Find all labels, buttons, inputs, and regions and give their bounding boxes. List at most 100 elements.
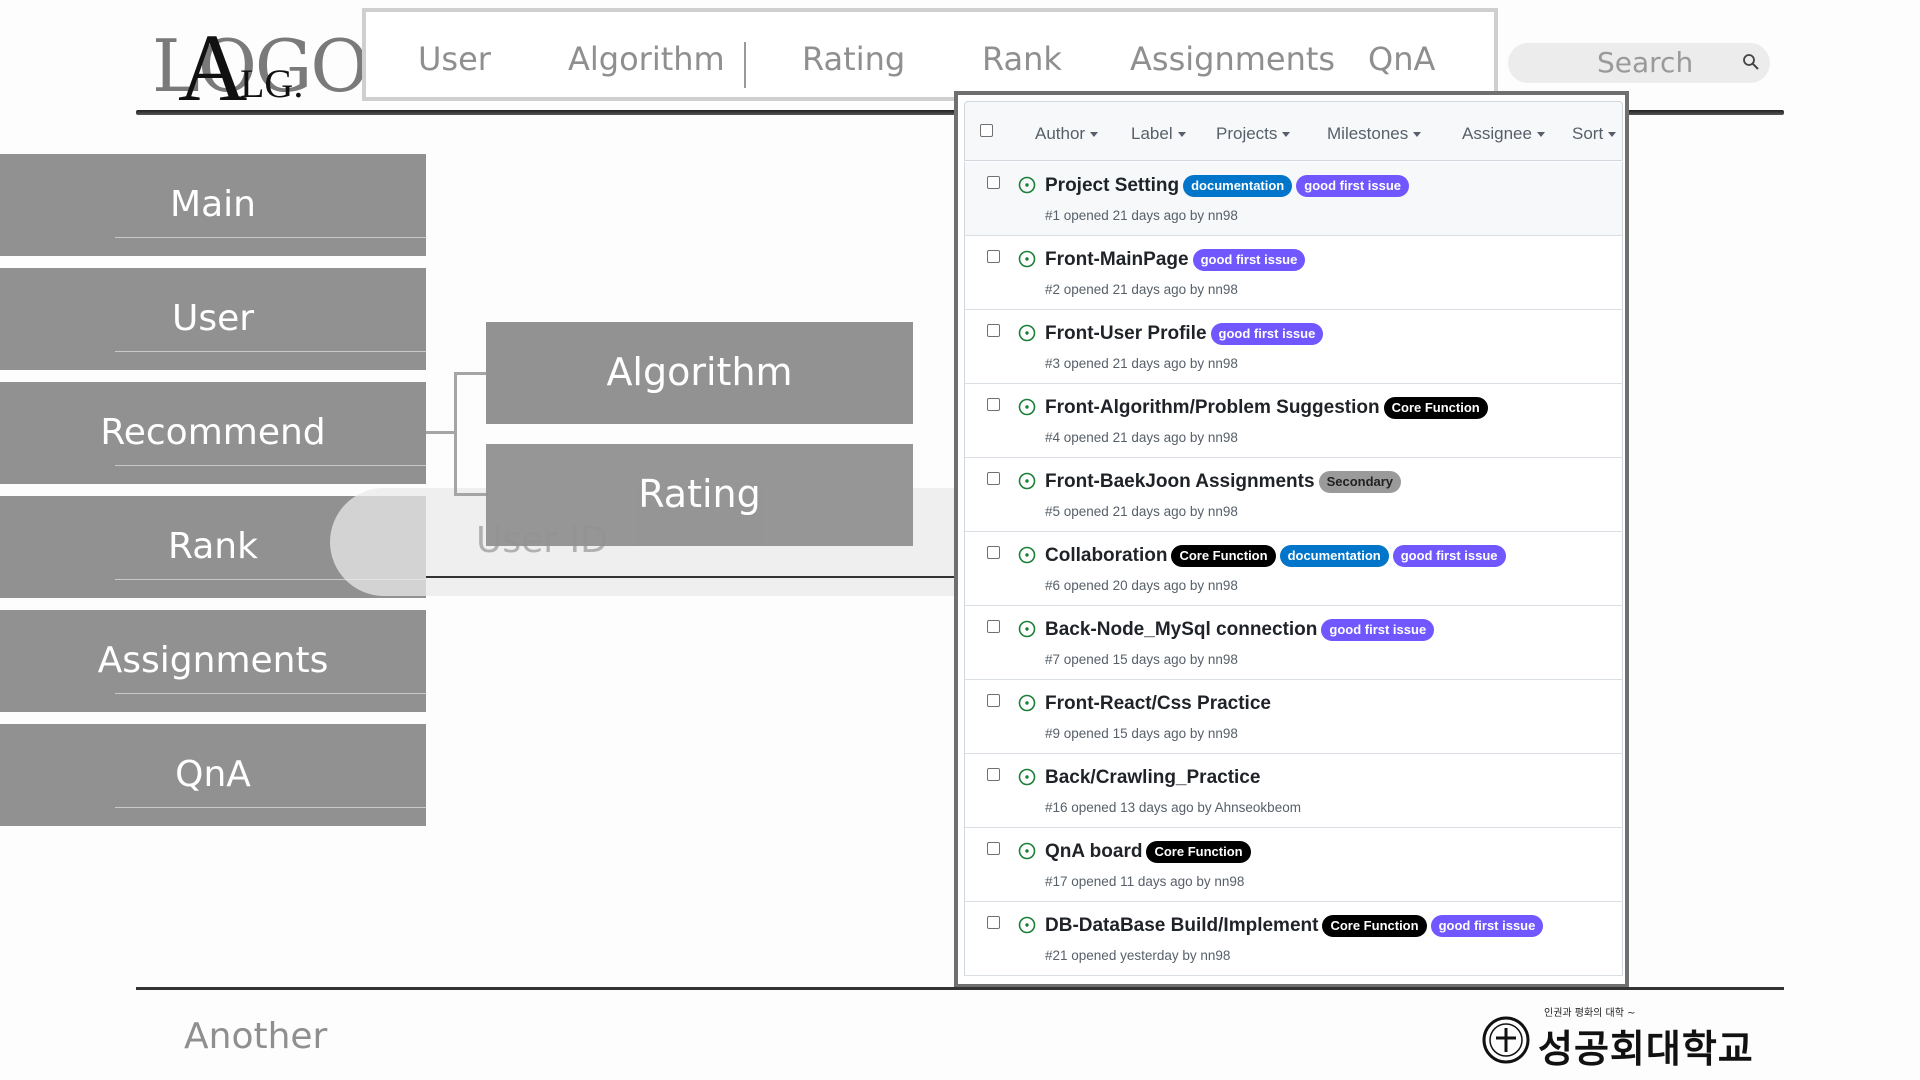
issue-label-badge[interactable]: Core Function — [1383, 397, 1488, 419]
issue-title-link[interactable]: Collaboration — [1045, 545, 1168, 566]
nav-item-qna[interactable]: QnA — [1368, 40, 1436, 78]
issue-label-badge[interactable]: Core Function — [1171, 545, 1276, 567]
issue-title-link[interactable]: Front-User Profile — [1045, 323, 1207, 344]
issue-opened-icon — [1018, 176, 1036, 194]
issue-title-line: Back/Crawling_Practice — [1045, 767, 1260, 789]
filter-assignee[interactable]: Assignee — [1462, 124, 1545, 144]
chevron-down-icon — [1413, 132, 1422, 138]
issue-title-link[interactable]: DB-DataBase Build/Implement — [1045, 915, 1319, 936]
issue-opened-icon — [1018, 842, 1036, 860]
issue-title-link[interactable]: Front-React/Css Practice — [1045, 693, 1271, 714]
nav-item-algorithm[interactable]: Algorithm — [568, 40, 725, 78]
issue-label-badge[interactable]: good first issue — [1321, 619, 1435, 641]
search-icon[interactable] — [1742, 53, 1760, 71]
submenu-item-rating[interactable]: Rating — [486, 444, 913, 546]
submenu-item-label: Rating — [638, 472, 761, 516]
select-all-checkbox[interactable] — [980, 124, 993, 137]
logo-mark: A — [178, 14, 248, 121]
issue-checkbox[interactable] — [987, 176, 1000, 189]
logo[interactable]: LOGO A LG. — [152, 18, 369, 116]
issue-title-link[interactable]: QnA board — [1045, 841, 1143, 862]
nav-item-rating[interactable]: Rating — [802, 40, 906, 78]
footer-another-link[interactable]: Another — [184, 1016, 328, 1057]
filter-author[interactable]: Author — [1035, 124, 1099, 144]
issue-title-link[interactable]: Back/Crawling_Practice — [1045, 767, 1261, 788]
filter-sort[interactable]: Sort — [1572, 124, 1617, 144]
issue-checkbox[interactable] — [987, 842, 1000, 855]
sidebar-item-underline — [115, 807, 426, 808]
issue-label-badge[interactable]: documentation — [1279, 545, 1389, 567]
issue-meta: #7 opened 15 days ago by nn98 — [1045, 652, 1238, 667]
issue-meta: #17 opened 11 days ago by nn98 — [1045, 874, 1245, 889]
issue-label-badge[interactable]: good first issue — [1192, 249, 1306, 271]
sidebar-item-main[interactable]: Main — [0, 154, 426, 256]
nav-item-assignments[interactable]: Assignments — [1130, 40, 1336, 78]
issue-row[interactable]: Front-React/Css Practice#9 opened 15 day… — [964, 680, 1623, 754]
issue-label-badge[interactable]: good first issue — [1296, 175, 1410, 197]
issue-checkbox[interactable] — [987, 768, 1000, 781]
chevron-down-icon — [1608, 132, 1617, 138]
issue-label-badge[interactable]: good first issue — [1210, 323, 1324, 345]
issue-title-link[interactable]: Front-BaekJoon Assignments — [1045, 471, 1315, 492]
filter-milestones[interactable]: Milestones — [1327, 124, 1422, 144]
sidebar-item-recommend[interactable]: Recommend — [0, 382, 426, 484]
issues-filter-bar: Author Label Projects Milestones Assigne… — [964, 101, 1623, 161]
sidebar-item-user[interactable]: User — [0, 268, 426, 370]
search-input[interactable]: Search — [1508, 43, 1770, 83]
issue-title-line: Front-React/Css Practice — [1045, 693, 1271, 715]
nav-item-rank[interactable]: Rank — [982, 40, 1062, 78]
sidebar-item-label: Main — [170, 184, 256, 225]
issue-checkbox[interactable] — [987, 398, 1000, 411]
sidebar-item-label: User — [171, 298, 255, 339]
issue-label-badge[interactable]: Core Function — [1322, 915, 1427, 937]
issues-panel: Author Label Projects Milestones Assigne… — [954, 91, 1629, 988]
issue-row[interactable]: Back/Crawling_Practice#16 opened 13 days… — [964, 754, 1623, 828]
issue-title-link[interactable]: Front-MainPage — [1045, 249, 1189, 270]
issue-checkbox[interactable] — [987, 694, 1000, 707]
filter-projects[interactable]: Projects — [1216, 124, 1291, 144]
issue-checkbox[interactable] — [987, 324, 1000, 337]
issue-label-badge[interactable]: documentation — [1183, 175, 1293, 197]
issue-checkbox[interactable] — [987, 620, 1000, 633]
submenu-item-algorithm[interactable]: Algorithm — [486, 322, 913, 424]
issue-label-badge[interactable]: Secondary — [1318, 471, 1402, 493]
submenu-bracket — [454, 372, 488, 496]
chevron-down-icon — [1090, 132, 1099, 138]
issue-meta: #2 opened 21 days ago by nn98 — [1045, 282, 1238, 297]
issue-label-badge[interactable]: Core Function — [1146, 841, 1251, 863]
issue-title-link[interactable]: Back-Node_MySql connection — [1045, 619, 1318, 640]
nav-divider — [744, 42, 746, 88]
filter-label[interactable]: Label — [1131, 124, 1186, 144]
issue-title-link[interactable]: Front-Algorithm/Problem Suggestion — [1045, 397, 1380, 418]
nav-item-user[interactable]: User — [418, 40, 491, 78]
sidebar-item-qna[interactable]: QnA — [0, 724, 426, 826]
issue-opened-icon — [1018, 324, 1036, 342]
issue-checkbox[interactable] — [987, 472, 1000, 485]
university-logo: 인권과 평화의 대학 ~ 성공회대학교 — [1482, 1002, 1772, 1071]
issue-meta: #3 opened 21 days ago by nn98 — [1045, 356, 1238, 371]
sidebar-item-label: Rank — [168, 526, 258, 567]
issue-opened-icon — [1018, 620, 1036, 638]
chevron-down-icon — [1282, 132, 1291, 138]
issue-checkbox[interactable] — [987, 916, 1000, 929]
issue-checkbox[interactable] — [987, 546, 1000, 559]
sidebar-item-assignments[interactable]: Assignments — [0, 610, 426, 712]
issue-checkbox[interactable] — [987, 250, 1000, 263]
issue-label-badge[interactable]: good first issue — [1392, 545, 1506, 567]
issue-title-link[interactable]: Project Setting — [1045, 175, 1180, 196]
issue-label-badge[interactable]: good first issue — [1430, 915, 1544, 937]
